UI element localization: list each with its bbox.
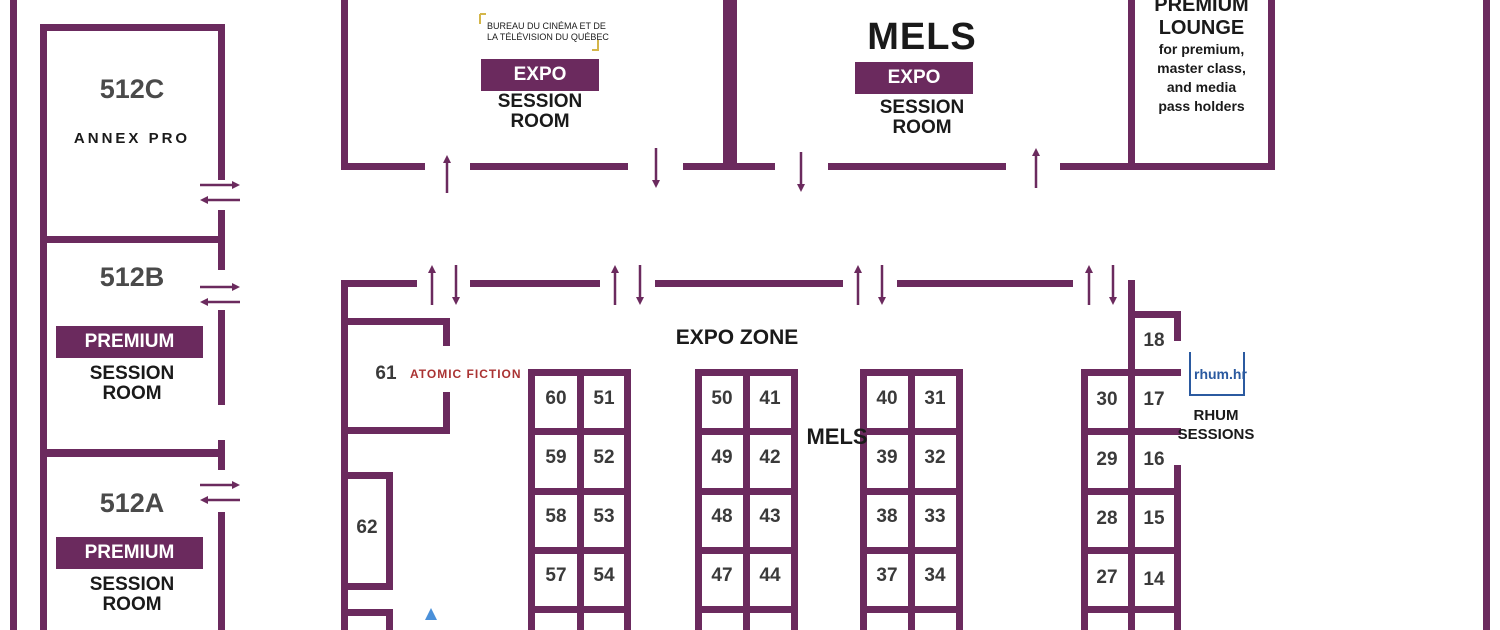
booth-18[interactable]: 18	[1143, 330, 1165, 351]
rhum-line2: SESSIONS	[1177, 426, 1255, 443]
premium-lounge-title1: PREMIUM	[1154, 0, 1249, 16]
bureau-line2: ROOM	[510, 111, 570, 132]
booth-49[interactable]: 49	[711, 447, 733, 468]
booth-29[interactable]: 29	[1096, 449, 1118, 470]
booth-60[interactable]: 60	[545, 388, 567, 409]
lounge-note-2: master class,	[1157, 60, 1246, 76]
booth-52[interactable]: 52	[593, 447, 615, 468]
booth-50[interactable]: 50	[711, 388, 733, 409]
bureau-expo-badge: EXPO	[481, 59, 599, 91]
booth-31[interactable]: 31	[924, 388, 946, 409]
booth-37[interactable]: 37	[876, 565, 898, 586]
booth-17[interactable]: 17	[1143, 389, 1165, 410]
premium-lounge-title: PREMIUM LOUNGE	[1135, 0, 1268, 40]
mels-line1: SESSION	[879, 97, 965, 118]
partial-logo-icon	[425, 608, 437, 620]
booth-48[interactable]: 48	[711, 506, 733, 527]
booth-42[interactable]: 42	[759, 447, 781, 468]
booth-27[interactable]: 27	[1096, 567, 1118, 588]
booth-30[interactable]: 30	[1096, 389, 1118, 410]
bureau-cinema-logo: BUREAU DU CINÉMA ET DE LA TÉLÉVISION DU …	[487, 21, 609, 43]
booth-33[interactable]: 33	[924, 506, 946, 527]
atomic-fiction-logo: ATOMIC FICTION	[410, 367, 522, 381]
booth-40[interactable]: 40	[876, 388, 898, 409]
expo-zone-title: EXPO ZONE	[675, 326, 799, 349]
room-512b-premium-badge: PREMIUM	[56, 326, 203, 358]
booth-57[interactable]: 57	[545, 565, 567, 586]
booth-34[interactable]: 34	[924, 565, 946, 586]
door-arrows	[200, 148, 1117, 504]
room-512a-title: 512A	[99, 488, 165, 518]
rhum-hr-logo: rhum.hr	[1189, 352, 1247, 396]
room-512a-premium-badge: PREMIUM	[56, 537, 203, 569]
bureau-logo-corner-icon-2	[592, 40, 599, 51]
booth-28[interactable]: 28	[1096, 508, 1118, 529]
booth-15[interactable]: 15	[1143, 508, 1165, 529]
premium-lounge-note: for premium, master class, and media pas…	[1135, 40, 1268, 116]
booth-14[interactable]: 14	[1143, 569, 1165, 590]
mels-expo-badge: EXPO	[855, 62, 973, 94]
mels-session-label: SESSION ROOM	[822, 98, 1022, 138]
walls	[10, 0, 1490, 630]
bureau-logo-corner-icon	[479, 13, 486, 24]
booth-16[interactable]: 16	[1143, 449, 1165, 470]
bureau-logo-line2: LA TÉLÉVISION DU QUÉBEC	[487, 32, 609, 42]
room-512c-title: 512C	[99, 74, 165, 104]
booth-53[interactable]: 53	[593, 506, 615, 527]
lounge-note-1: for premium,	[1158, 41, 1245, 57]
room-512b-label: SESSION ROOM	[40, 364, 224, 404]
room-512b-title: 512B	[99, 262, 165, 292]
mels-line2: ROOM	[892, 117, 952, 138]
room-512a-line2: ROOM	[102, 594, 162, 615]
booth-32[interactable]: 32	[924, 447, 946, 468]
bureau-logo-line1: BUREAU DU CINÉMA ET DE	[487, 21, 606, 31]
booth-47[interactable]: 47	[711, 565, 733, 586]
room-512b-line1: SESSION	[89, 363, 175, 384]
rhum-line1: RHUM	[1193, 407, 1239, 424]
booth-51[interactable]: 51	[593, 388, 615, 409]
booth-54[interactable]: 54	[593, 565, 615, 586]
rhum-sessions-label: RHUM SESSIONS	[1166, 406, 1266, 444]
booth-59[interactable]: 59	[545, 447, 567, 468]
mels-booth-logo: MELS	[806, 424, 868, 449]
bureau-session-label: SESSION ROOM	[440, 92, 640, 132]
bureau-line1: SESSION	[497, 91, 583, 112]
booth-41[interactable]: 41	[759, 388, 781, 409]
booth-58[interactable]: 58	[545, 506, 567, 527]
mels-logo: MELS	[867, 16, 977, 58]
annex-pro-logo: ANNEX PRO	[73, 130, 191, 147]
lounge-note-4: pass holders	[1158, 98, 1245, 114]
booth-39[interactable]: 39	[876, 447, 898, 468]
booth-38[interactable]: 38	[876, 506, 898, 527]
booth-43[interactable]: 43	[759, 506, 781, 527]
lounge-note-3: and media	[1166, 79, 1237, 95]
premium-lounge-title2: LOUNGE	[1158, 17, 1245, 39]
room-512a-line1: SESSION	[89, 574, 175, 595]
room-512b-line2: ROOM	[102, 383, 162, 404]
booth-62[interactable]: 62	[356, 517, 378, 538]
booth-61[interactable]: 61	[375, 363, 397, 384]
booth-44[interactable]: 44	[759, 565, 781, 586]
room-512a-label: SESSION ROOM	[40, 575, 224, 615]
